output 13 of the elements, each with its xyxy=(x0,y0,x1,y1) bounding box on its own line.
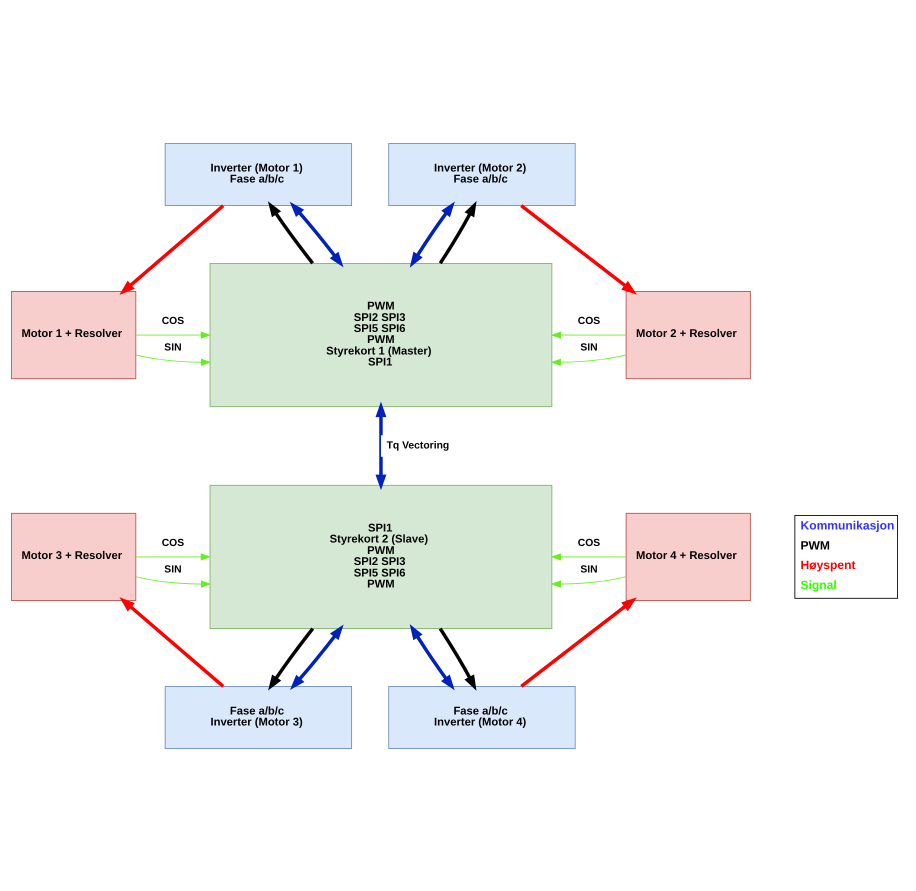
edge-label: COS xyxy=(162,537,184,548)
legend-label: Signal xyxy=(800,578,837,592)
legend-label: Kommunikasjon xyxy=(800,518,894,532)
edge-label: COS xyxy=(578,315,600,326)
edge-label: SIN xyxy=(580,342,598,354)
edge-label: SIN xyxy=(164,342,182,354)
edge-label: COS xyxy=(162,315,184,326)
edge-label: Tq Vectoring xyxy=(386,440,450,451)
edge-label: SIN xyxy=(580,564,598,576)
legend-label: PWM xyxy=(800,538,830,552)
legend-label: Høyspent xyxy=(800,558,856,572)
edge-label: COS xyxy=(578,537,600,548)
edge-label: SIN xyxy=(164,564,182,576)
